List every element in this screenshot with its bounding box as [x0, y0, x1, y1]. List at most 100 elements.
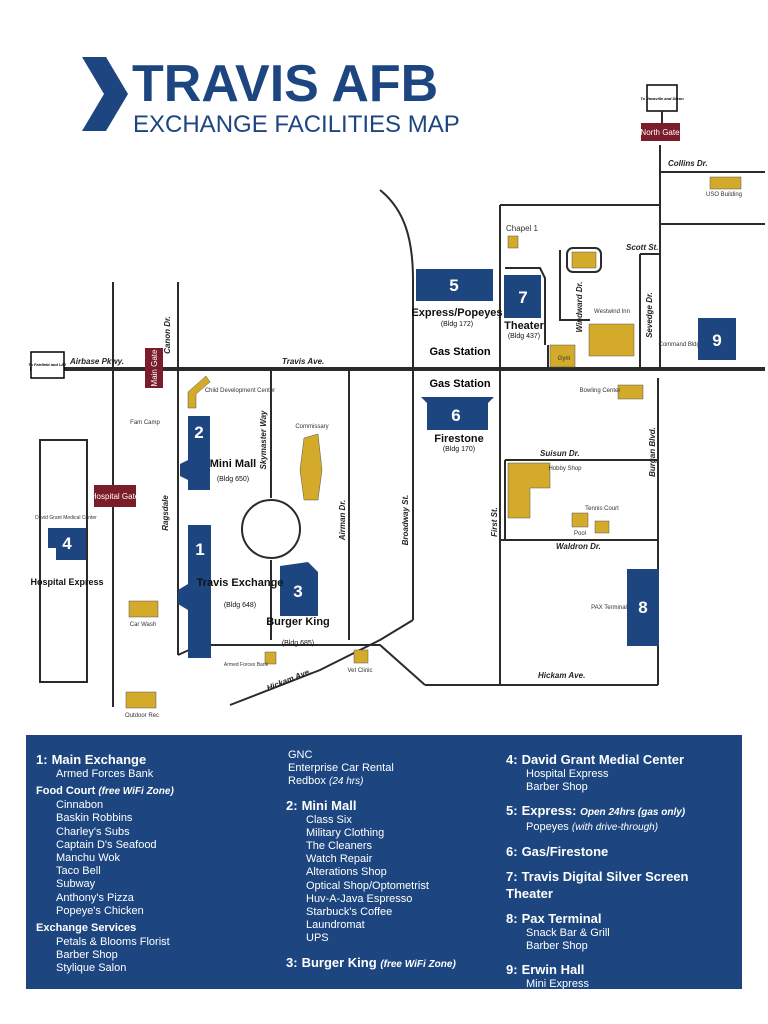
- chapel-building: [507, 235, 519, 249]
- legend-title: Gas/Firestone: [521, 843, 609, 859]
- legend-exchange-services-heading: Exchange Services: [36, 922, 137, 935]
- facility-7-building: [504, 275, 541, 318]
- legend-item: Taco Bell: [56, 865, 101, 878]
- bowling-center-building: [617, 384, 644, 400]
- facility-9-number: 9: [712, 331, 721, 350]
- legend-num: 9:: [506, 962, 518, 978]
- label-pool: Pool: [574, 531, 586, 537]
- facility-6-number: 6: [451, 406, 460, 425]
- label-commissary: Commissary: [295, 424, 328, 430]
- youth-center-building: [571, 251, 597, 269]
- hospital-gate: [94, 485, 136, 507]
- facility-5-name: Express/Popeyes: [411, 307, 502, 319]
- legend-item: Laundromat: [306, 919, 365, 932]
- legend-item: Anthony's Pizza: [56, 891, 134, 904]
- legend-note: (free WiFi Zone): [98, 786, 174, 798]
- facility-9-building: [698, 318, 736, 360]
- legend-item: Barber Shop: [56, 949, 118, 962]
- label-pax: PAX Terminal: [591, 605, 627, 611]
- legend-gas-heading: 6:Gas/Firestone: [506, 843, 736, 860]
- label-david-grant: David Grant Medical Center: [35, 515, 97, 521]
- legend-erwin-heading: 9:Erwin Hall: [506, 961, 736, 978]
- street-ragsdale: Ragsdale: [161, 495, 170, 531]
- label-command: Command Bldg.: [658, 342, 701, 348]
- legend-item: Snack Bar & Grill: [526, 926, 610, 939]
- facility-7-name: Theater: [504, 320, 544, 332]
- legend-item: Starbuck's Coffee: [306, 906, 393, 919]
- legend-title: Express:: [521, 803, 577, 819]
- map-subtitle: EXCHANGE FACILITIES MAP: [133, 111, 460, 138]
- north-gate-label: North Gate: [640, 128, 680, 137]
- street-hickam-ave-right: Hickam Ave.: [538, 671, 585, 680]
- facility-4-name: Hospital Express: [30, 577, 103, 587]
- legend-item: Hospital Express: [526, 768, 609, 780]
- legend-pax-heading: 8:Pax Terminal: [506, 910, 736, 927]
- vacaville-sign-text: To Vacaville and Dixon: [640, 96, 684, 101]
- commissary-building: [299, 433, 323, 501]
- facility-2-name: Mini Mall: [210, 458, 256, 470]
- legend-note: (with drive-through): [571, 822, 659, 834]
- legend-mini-mall-heading: 2:Mini Mall: [286, 797, 506, 814]
- legend-item-popeyes: Popeyes (with drive-through): [506, 821, 736, 834]
- facility-1-building: [178, 525, 211, 658]
- legend-item: Manchu Wok: [56, 852, 120, 865]
- outdoor-rec-building: [125, 691, 157, 709]
- fairfield-sign-text: To Fairfield and I-80: [28, 362, 66, 367]
- legend-item: Class Six: [306, 813, 352, 826]
- legend-item: Alterations Shop: [306, 866, 387, 879]
- road-network: [30, 145, 765, 707]
- label-westwind: Westwind Inn: [594, 309, 630, 315]
- facilities-legend: 1:Main Exchange Armed Forces Bank Food C…: [26, 735, 742, 1003]
- chevron-logo-icon: [82, 57, 128, 131]
- facility-6-name: Firestone: [434, 433, 484, 445]
- support-buildings: [125, 176, 742, 709]
- legend-item: UPS: [306, 932, 329, 945]
- legend-item: Military Clothing: [306, 826, 385, 839]
- legend-item: Armed Forces Bank: [56, 768, 154, 780]
- label-child-dev: Child Development Center: [205, 388, 275, 394]
- legend-item: Huv-A-Java Espresso: [306, 892, 413, 905]
- car-wash-building: [128, 600, 159, 618]
- legend-item: Subway: [56, 878, 96, 891]
- street-sevedge-dr: Sevedge Dr.: [645, 292, 654, 338]
- label-chapel: Chapel 1: [506, 224, 539, 233]
- facility-4-building: [48, 528, 86, 560]
- armed-forces-bank-building: [264, 651, 277, 665]
- label-hobby-shop: Hobby Shop: [548, 466, 582, 472]
- facility-6-building: [421, 397, 494, 430]
- street-canon-dr: Canon Dr.: [163, 316, 172, 354]
- label-fam-camp: Fam Camp: [130, 420, 160, 426]
- label-outdoor-rec: Outdoor Rec: [125, 713, 159, 719]
- street-suisun-dr: Suisun Dr.: [540, 449, 580, 458]
- facility-7-bldg: (Bldg 437): [508, 333, 540, 340]
- label-gas-station-1: Gas Station: [429, 346, 490, 358]
- facility-7-number: 7: [518, 288, 527, 307]
- facility-5-number: 5: [449, 276, 458, 295]
- street-hickam-ave-left: Hickam Ave.: [265, 667, 312, 693]
- legend-item: Cinnabon: [56, 799, 104, 812]
- westwind-inn-building: [588, 323, 635, 357]
- facility-3-building: [280, 562, 318, 616]
- legend-num: 4:: [506, 752, 518, 767]
- label-bowling: Bowling Center: [580, 388, 621, 394]
- legend-num: 7:: [506, 868, 518, 884]
- street-airman-dr: Airman Dr.: [338, 500, 347, 541]
- facility-6-bldg: (Bldg 170): [443, 446, 475, 453]
- legend-item: GNC: [288, 749, 313, 761]
- place-labels: USO Building Chapel 1 Westwind Inn Gym C…: [35, 192, 742, 719]
- legend-title: Travis Digital Silver Screen Theater: [506, 868, 689, 901]
- facility-markers: [48, 269, 736, 658]
- vacaville-sign: [646, 84, 678, 112]
- gym-building: [549, 344, 576, 368]
- legend-theater-heading: 7:Travis Digital Silver Screen Theater: [506, 868, 736, 902]
- street-waldron-dr: Waldron Dr.: [556, 542, 601, 551]
- facility-names: Express/Popeyes (Bldg 172) Theater (Bldg…: [30, 307, 544, 647]
- legend-item: Optical Shop/Optometrist: [306, 879, 429, 892]
- vet-clinic-building: [353, 649, 369, 664]
- legend-title: Food Court: [36, 785, 96, 798]
- street-airbase-pkwy: Airbase Pkwy.: [69, 357, 124, 366]
- facility-1-number: 1: [195, 540, 204, 559]
- legend-num: 1:: [36, 752, 48, 767]
- legend-express-heading: 5:Express: Open 24hrs (gas only): [506, 802, 736, 821]
- facility-numbers: 5 7 6 9 8 2 1 3 4: [62, 276, 721, 617]
